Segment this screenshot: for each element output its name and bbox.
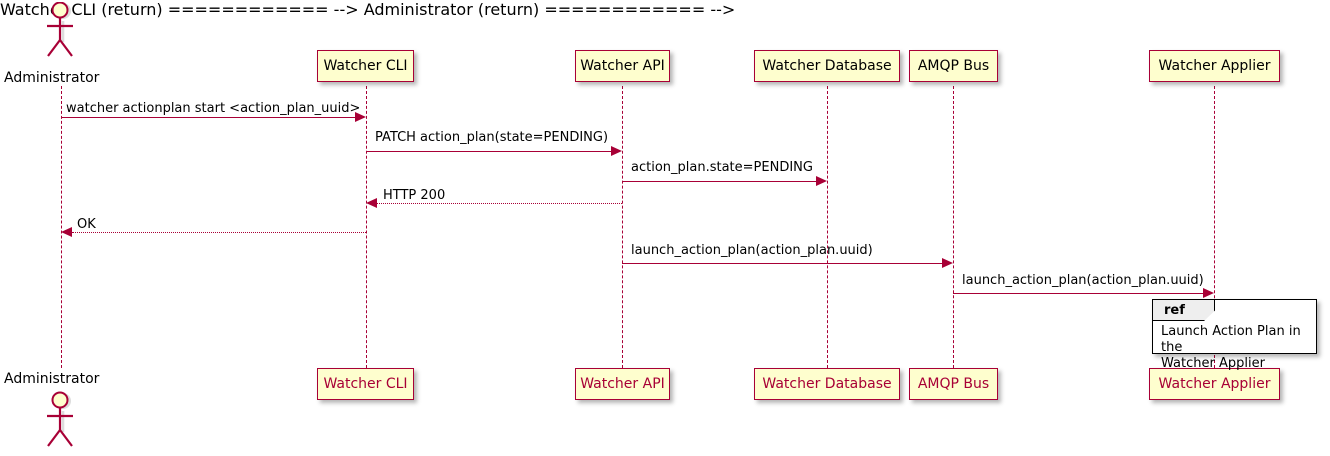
actor-administrator-top xyxy=(41,1,81,58)
participant-box-watcher-cli-top[interactable]: Watcher CLI xyxy=(317,50,414,82)
lifeline-watcher-applier xyxy=(1214,86,1215,368)
message-label-3: action_plan.state=PENDING xyxy=(631,160,813,175)
lifeline-amqp-bus xyxy=(953,86,954,368)
actor-administrator-bottom xyxy=(41,390,81,447)
message-label-1: watcher actionplan start <action_plan_uu… xyxy=(66,101,361,116)
message-line-3 xyxy=(622,181,816,182)
participant-box-watcher-database-bottom[interactable]: Watcher Database xyxy=(754,368,900,400)
message-line-6 xyxy=(622,263,942,264)
participant-label-watcher-database: Watcher Database xyxy=(762,58,892,74)
participant-label-amqp-bus: AMQP Bus xyxy=(917,58,990,74)
message-label-2: PATCH action_plan(state=PENDING) xyxy=(375,130,609,145)
actor-stick-figure-icon xyxy=(47,391,73,447)
participant-box-amqp-bus-top[interactable]: AMQP Bus xyxy=(909,50,998,82)
participant-box-watcher-database-top[interactable]: Watcher Database xyxy=(754,50,900,82)
ref-fragment-box[interactable]: ref Launch Action Plan in the Watcher Ap… xyxy=(1152,299,1317,371)
message-line-1 xyxy=(61,117,355,118)
message-line-2 xyxy=(366,151,611,152)
actor-label-administrator-top: Administrator xyxy=(4,70,100,86)
message-arrowhead-2 xyxy=(611,146,622,156)
lifeline-watcher-cli xyxy=(366,86,367,368)
participant-box-amqp-bus-bottom[interactable]: AMQP Bus xyxy=(909,368,998,400)
participant-box-watcher-api-bottom[interactable]: Watcher API xyxy=(575,368,670,400)
participant-label-watcher-cli: Watcher CLI xyxy=(323,58,408,74)
message-line-5 xyxy=(72,232,366,233)
participant-label-watcher-api: Watcher API xyxy=(580,376,665,392)
participant-label-watcher-api: Watcher API xyxy=(580,58,665,74)
message-arrowhead-4 xyxy=(366,198,377,208)
message-line-4 xyxy=(377,203,622,204)
message-line-7 xyxy=(953,293,1203,294)
lifeline-watcher-api xyxy=(622,86,623,368)
message-arrowhead-1 xyxy=(355,112,366,122)
participant-label-watcher-applier: Watcher Applier xyxy=(1158,376,1271,392)
participant-label-watcher-database: Watcher Database xyxy=(762,376,892,392)
message-arrowhead-6 xyxy=(942,258,953,268)
participant-box-watcher-cli-bottom[interactable]: Watcher CLI xyxy=(317,368,414,400)
message-arrowhead-5 xyxy=(61,227,72,237)
message-label-4: HTTP 200 xyxy=(383,188,446,203)
ref-fragment-body-text: Launch Action Plan in the Watcher Applie… xyxy=(1161,324,1301,371)
ref-fragment-operator-label: ref xyxy=(1164,302,1185,318)
participant-box-watcher-api-top[interactable]: Watcher API xyxy=(575,50,670,82)
participant-label-watcher-cli: Watcher CLI xyxy=(323,376,408,392)
message-arrowhead-7 xyxy=(1203,288,1214,298)
message-label-6: launch_action_plan(action_plan.uuid) xyxy=(631,243,873,258)
participant-box-watcher-applier-top[interactable]: Watcher Applier xyxy=(1149,50,1280,82)
ref-fragment-tab: ref xyxy=(1153,300,1215,321)
lifeline-watcher-database xyxy=(827,86,828,368)
message-label-7: launch_action_plan(action_plan.uuid) xyxy=(962,273,1204,288)
actor-stick-figure-icon xyxy=(47,1,73,57)
participant-label-watcher-applier: Watcher Applier xyxy=(1158,58,1271,74)
participant-box-watcher-applier-bottom[interactable]: Watcher Applier xyxy=(1149,368,1280,400)
message-label-5: OK xyxy=(77,217,96,232)
actor-label-administrator-bottom: Administrator xyxy=(4,371,100,387)
participant-label-amqp-bus: AMQP Bus xyxy=(917,376,990,392)
message-arrowhead-3 xyxy=(816,176,827,186)
